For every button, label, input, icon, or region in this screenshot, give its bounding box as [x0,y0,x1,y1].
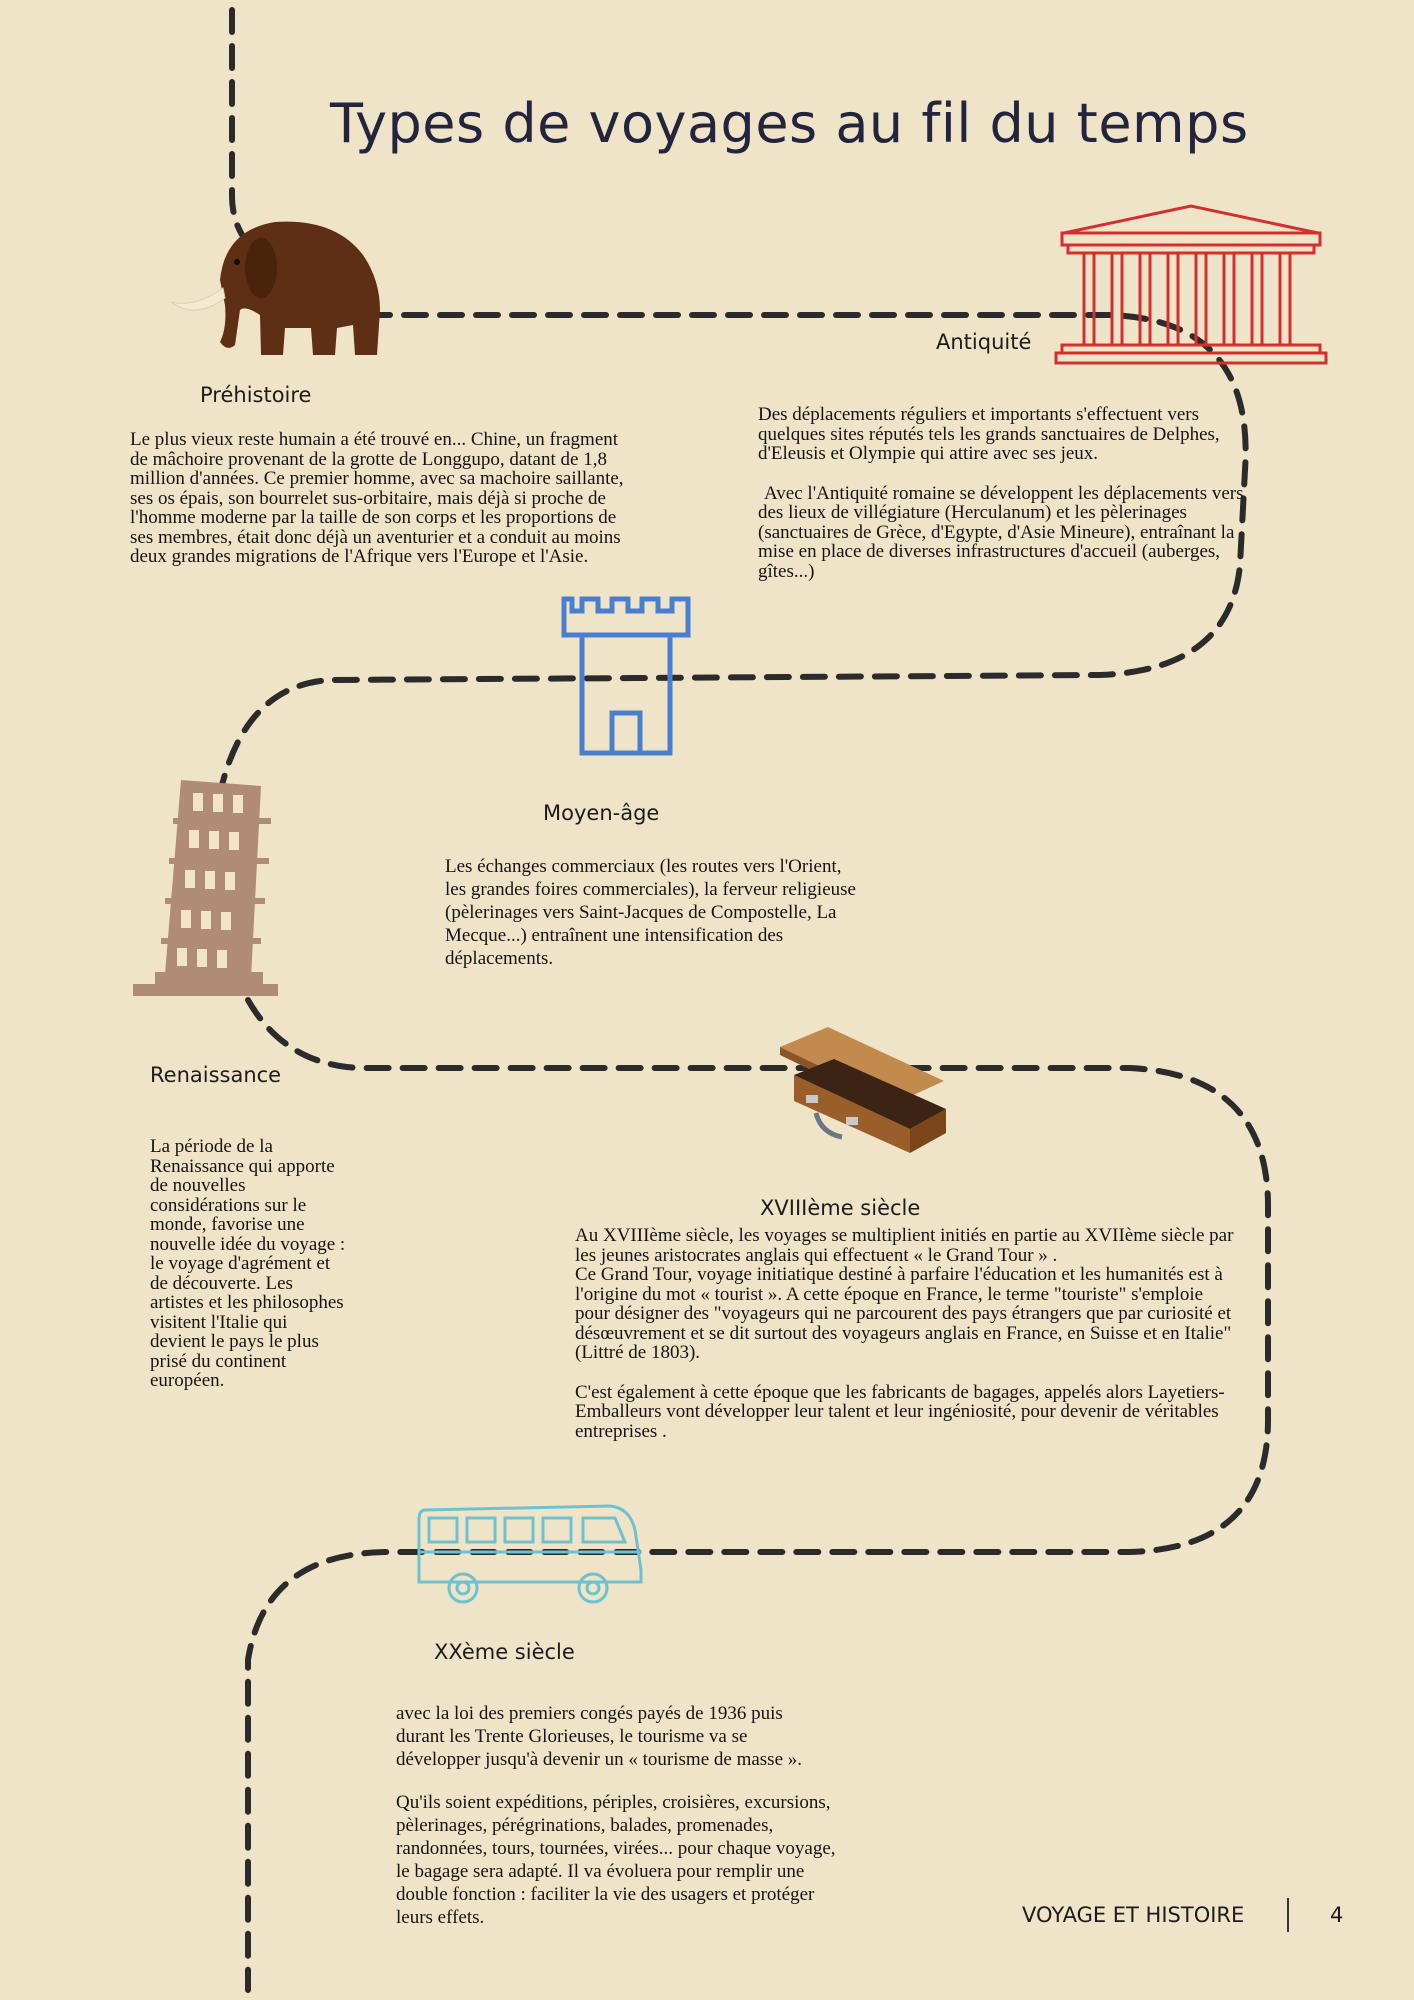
antiquite-text: Des déplacements réguliers et importants… [758,405,1250,581]
antiquite-paragraph: Avec l'Antiquité romaine se développent … [758,482,1244,582]
xx-heading: XXème siècle [434,1640,575,1664]
prehistoire-text: Le plus vieux reste humain a été trouvé … [130,430,635,567]
greek-temple-icon [1054,204,1328,365]
moyen-age-paragraph: Les échanges commerciaux (les routes ver… [445,856,856,969]
moyen-age-text: Les échanges commerciaux (les routes ver… [445,855,865,970]
xviii-heading: XVIIIème siècle [760,1196,921,1220]
mammoth-icon [170,221,380,355]
suitcase-icon [780,1027,946,1153]
renaissance-text: La période de la Renaissance qui apporte… [150,1137,346,1391]
antiquite-paragraph: Des déplacements réguliers et importants… [758,404,1220,464]
prehistoire-heading: Préhistoire [200,383,312,407]
xviii-paragraph: Ce Grand Tour, voyage initiatique destin… [575,1264,1232,1363]
camper-van-icon [417,1504,643,1604]
leaning-tower-icon [133,780,278,996]
prehistoire-paragraph: Le plus vieux reste humain a été trouvé … [130,429,624,567]
renaissance-heading: Renaissance [150,1063,282,1087]
footer-label: VOYAGE ET HISTOIRE [1022,1903,1245,1927]
moyen-age-heading: Moyen-âge [543,801,660,825]
renaissance-paragraph: La période de la Renaissance qui apporte… [150,1136,346,1391]
xx-paragraph: Qu'ils soient expéditions, périples, cro… [396,1792,836,1928]
footer-divider [1287,1898,1289,1932]
page-number: 4 [1330,1903,1344,1927]
xviii-paragraph: Au XVIIIème siècle, les voyages se multi… [575,1225,1234,1266]
page-title: Types de voyages au fil du temps [330,92,1249,155]
xx-text: avec la loi des premiers congés payés de… [396,1702,836,1929]
xviii-paragraph: C'est également à cette époque que les f… [575,1381,1225,1442]
xviii-text: Au XVIIIème siècle, les voyages se multi… [575,1226,1235,1441]
castle-tower-icon [561,596,691,756]
antiquite-heading: Antiquité [936,330,1032,354]
xx-paragraph: avec la loi des premiers congés payés de… [396,1703,803,1770]
